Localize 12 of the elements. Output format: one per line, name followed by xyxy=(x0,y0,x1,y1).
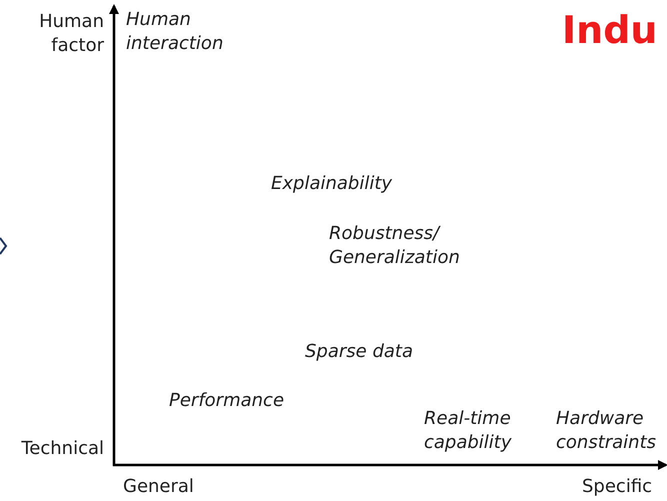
quadrant-label: Robustness/ Generalization xyxy=(329,222,461,270)
quadrant-label: Hardware constraints xyxy=(556,407,658,455)
axis-label: Specific xyxy=(582,475,654,499)
quadrant-label: Real-time capability xyxy=(424,407,513,455)
quadrant-label: Human interaction xyxy=(126,8,224,56)
quadrant-label: Sparse data xyxy=(305,340,414,364)
axis-label: Human factor xyxy=(38,10,104,58)
slide-title: Indu xyxy=(562,7,658,54)
quadrant-label: Explainability xyxy=(271,172,394,196)
axis-label: General xyxy=(123,475,195,499)
axis-label: Technical xyxy=(20,437,104,461)
quadrant-label: Performance xyxy=(169,389,286,413)
